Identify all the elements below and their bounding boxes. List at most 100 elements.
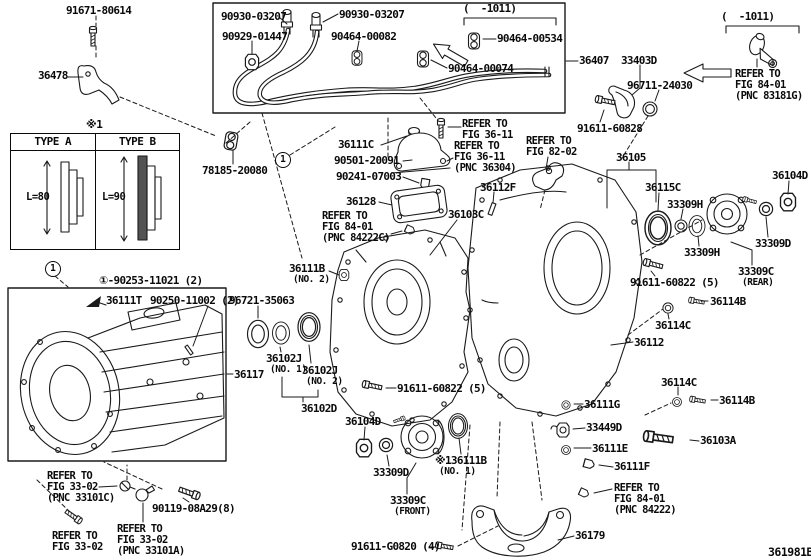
nut-icon: [244, 53, 260, 71]
part-label: 90119-08A29(8): [152, 502, 236, 515]
part-label: 36104D: [772, 169, 808, 182]
refer-note-line: FIG 84-01: [735, 78, 786, 91]
companion-flange-rear: [706, 193, 758, 235]
refer-note-line: REFER TO: [47, 470, 93, 482]
type-a-header: TYPE A: [11, 134, 96, 150]
variant-range-label: ( -1011): [721, 10, 775, 23]
part-label: 36111G: [584, 398, 620, 411]
part-label: 36407: [579, 54, 609, 67]
bearing-icon: [447, 210, 706, 439]
part-label: 33309H: [667, 198, 703, 211]
type-a-length: L=80: [26, 191, 50, 203]
refer-note-line: REFER TO: [735, 68, 781, 80]
refer-note-line: (PNC 83181G): [735, 89, 803, 102]
circled-number-marker: 1: [275, 152, 291, 168]
dowel-pin-icon: [184, 202, 497, 356]
refer-note-line: FIG 84-01: [614, 492, 665, 505]
part-label: 36103C: [448, 208, 484, 221]
switch-wire: [550, 425, 558, 430]
range-bracket: [725, 25, 800, 34]
part-label: 33309D: [373, 466, 409, 479]
leader-lines: [67, 13, 790, 548]
refer-note-line: FIG 33-02: [52, 540, 103, 553]
part-label: 91671-80614: [66, 4, 132, 17]
part-label: 36478: [38, 69, 68, 82]
part-label: 36103A: [700, 434, 736, 447]
front-case-drawing: [329, 229, 471, 427]
breather-union-icon: [594, 85, 658, 119]
part-label: 36114C: [655, 319, 691, 332]
part-label: 36117: [234, 368, 264, 381]
screw-icon: [119, 480, 136, 492]
part-label: 36104D: [345, 415, 381, 428]
variant-range-label: ( -1011): [463, 2, 517, 15]
part-label: 90464-00074: [448, 62, 514, 75]
part-label: 36102J(NO. 1): [266, 352, 307, 375]
refer-note-line: REFER TO: [614, 482, 660, 494]
part-label: 90929-01447: [222, 30, 288, 43]
part-label: 36105: [616, 151, 646, 164]
pointer-arrow-icon: [432, 43, 732, 83]
part-label: 36179: [575, 529, 605, 542]
transmission-box: [7, 287, 227, 462]
part-label: 78185-20080: [202, 164, 268, 177]
part-label: 33309C(FRONT): [390, 494, 431, 517]
bolt-icon: [88, 25, 98, 47]
refer-note-line: (PNC 36304): [454, 161, 517, 174]
refer-note-line: FIG 33-02: [117, 533, 168, 546]
table-divider: [95, 150, 96, 249]
part-label: 33449D: [586, 421, 622, 434]
refer-note-line: REFER TO: [322, 210, 368, 222]
refer-note-line: REFER TO: [117, 523, 163, 535]
part-label: 90241-07003: [336, 170, 402, 183]
part-label: 90501-20091: [334, 154, 400, 167]
refer-note-line: (PNC 84222C): [322, 231, 390, 244]
part-label: 36128: [346, 195, 376, 208]
type-b-length: L=90: [102, 191, 126, 203]
part-label: 36111C: [338, 138, 374, 151]
transmission-housing-drawing: [19, 296, 225, 456]
part-label: 90464-00082: [331, 30, 397, 43]
refer-note-line: REFER TO: [462, 118, 508, 130]
rear-case-drawing: [467, 163, 643, 417]
refer-note-line: FIG 33-02: [47, 480, 98, 493]
part-label: 36111E: [592, 442, 628, 455]
part-label: 36115C: [645, 181, 681, 194]
refer-note-line: REFER TO: [526, 135, 572, 147]
type-table-art: [43, 155, 162, 242]
oil-seal-icon: [246, 312, 321, 349]
part-label-sub: (NO. 2): [293, 274, 330, 285]
part-label: 91611-G0820 (4): [351, 540, 441, 553]
refer-note-line: (PNC 84222): [614, 503, 677, 516]
part-label: 33309D: [755, 237, 791, 250]
part-label-sub: (NO. 1): [439, 466, 476, 477]
refer-note-line: FIG 84-01: [322, 220, 373, 233]
tube-fitting-icon: [280, 8, 323, 38]
type-b-header: TYPE B: [118, 135, 156, 148]
part-label: 91611-60822 (5): [630, 276, 720, 289]
part-label: 36112F: [480, 181, 516, 194]
diagram-id: 361981B: [768, 545, 811, 559]
part-label: 90464-00534: [497, 32, 563, 45]
speed-sensor-icon: [749, 32, 778, 69]
plug-nut-icon: [338, 268, 350, 282]
part-label: 36114B: [719, 394, 755, 407]
part-label: 91611-60828: [577, 122, 643, 135]
refer-note-line: (PNC 33101A): [117, 544, 185, 557]
part-label-sub: (REAR): [742, 277, 774, 288]
shift-retainer-dome: [391, 132, 451, 174]
companion-flange-front: [392, 415, 445, 459]
part-label-sub: (FRONT): [394, 506, 431, 517]
part-label: 36111B(NO. 2): [289, 262, 330, 285]
tube-kit-box: [212, 2, 566, 114]
part-label: 36111F: [614, 460, 650, 473]
